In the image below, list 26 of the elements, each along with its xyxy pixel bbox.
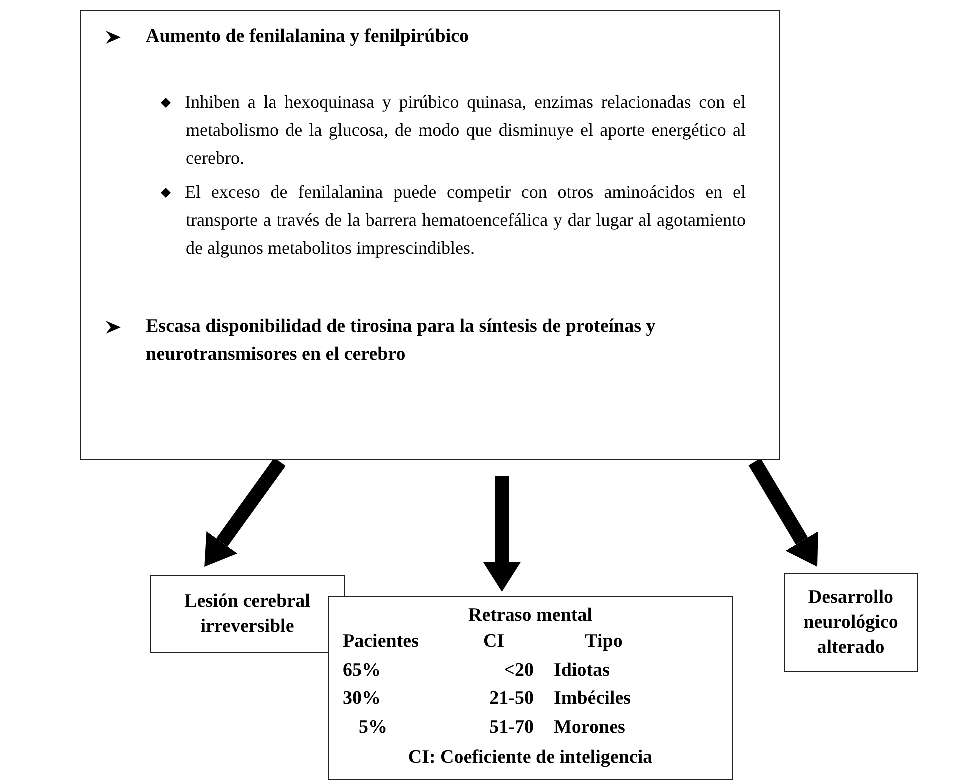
table-cell-text: Morones <box>554 716 626 740</box>
text-box <box>784 573 918 672</box>
table-note: CI: Coeficiente de inteligencia <box>407 746 654 770</box>
heading: Escasa disponibilidad de tirosina para la síntesis de proteínas y neurotransmisores en el cerebro <box>146 315 657 367</box>
table-cell-text: <20 <box>503 658 534 682</box>
bullet-text: Inhiben a la hexoquinasa y pirúbico quinasa, enzimas relacionadas con el metabolismo de la glucosa, de modo que disminuye el aporte energético al cerebro. <box>186 91 746 170</box>
table-cell-text: 51-70 <box>488 716 534 740</box>
text-box <box>328 596 733 780</box>
arrow <box>748 458 818 567</box>
column-header: CI <box>482 630 506 654</box>
table-cell-text: Imbéciles <box>554 687 632 711</box>
heading: Aumento de fenilalanina y fenilpirúbico <box>146 25 470 49</box>
table-cell-text: 5% <box>358 716 388 740</box>
arrow <box>204 458 286 567</box>
table-cell-text: 65% <box>343 658 382 682</box>
box-label: Desarrollo neurológico alterado <box>802 586 900 660</box>
column-header: Pacientes <box>343 630 420 654</box>
bullet-text: El exceso de fenilalanina puede competir con otros aminoácidos en el transporte a través de la barrera hematoencefálica y dar lugar al agotamiento de algunos metabolitos imprescindibles. <box>186 181 746 260</box>
text-box <box>150 575 345 653</box>
column-header: Tipo <box>584 630 624 654</box>
table-title: Retraso mental <box>468 604 594 628</box>
box-label: Lesión cerebral irreversible <box>184 590 312 639</box>
table-cell-text: 30% <box>343 687 382 711</box>
table-cell-text: 21-50 <box>488 687 534 711</box>
table-cell-text: Idiotas <box>554 658 611 682</box>
text-box <box>80 10 780 460</box>
